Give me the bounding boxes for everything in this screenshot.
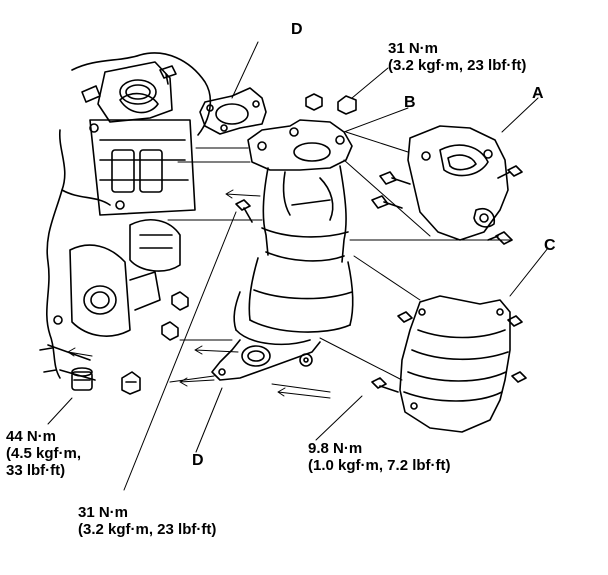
torque-units-b: 33 lbf·ft): [6, 462, 66, 479]
torque-units-a: (4.5 kgf·m,: [6, 445, 82, 462]
torque-bottom-left: 44 N·m (4.5 kgf·m, 33 lbf·ft): [6, 428, 81, 479]
catalytic-converter: [211, 119, 354, 381]
heat-shield-c: [399, 295, 511, 433]
torque-bottom-center: 31 N·m (3.2 kgf·m, 23 lbf·ft): [78, 504, 216, 538]
torque-value: 31 N·m: [388, 40, 439, 57]
nut-lower-left: [121, 371, 141, 395]
direction-arrows: [67, 189, 331, 399]
label-b: B: [404, 94, 416, 111]
label-d-top: D: [291, 21, 303, 38]
engine-block: [39, 52, 212, 381]
gasket-top-left: [97, 61, 173, 123]
torque-top-right: 31 N·m (3.2 kgf·m, 23 lbf·ft): [388, 40, 526, 74]
leader-lines: [47, 41, 549, 491]
label-c: C: [544, 237, 556, 254]
torque-units: (1.0 kgf·m, 7.2 lbf·ft): [308, 457, 451, 474]
stud-top-left: [159, 65, 177, 85]
heat-shield-a: [407, 125, 509, 241]
torque-value: 44 N·m: [6, 428, 57, 445]
torque-value: 9.8 N·m: [308, 440, 363, 457]
torque-units: (3.2 kgf·m, 23 lbf·ft): [388, 57, 527, 74]
bolt-44nm: [71, 367, 93, 391]
label-a: A: [532, 85, 544, 102]
bolts: [235, 93, 527, 393]
nut-middle-left: [161, 291, 189, 341]
gasket-d-top: [199, 87, 267, 135]
torque-units: (3.2 kgf·m, 23 lbf·ft): [78, 521, 217, 538]
torque-value: 31 N·m: [78, 504, 129, 521]
torque-bottom-right: 9.8 N·m (1.0 kgf·m, 7.2 lbf·ft): [308, 440, 451, 474]
label-d-bottom: D: [192, 452, 204, 469]
